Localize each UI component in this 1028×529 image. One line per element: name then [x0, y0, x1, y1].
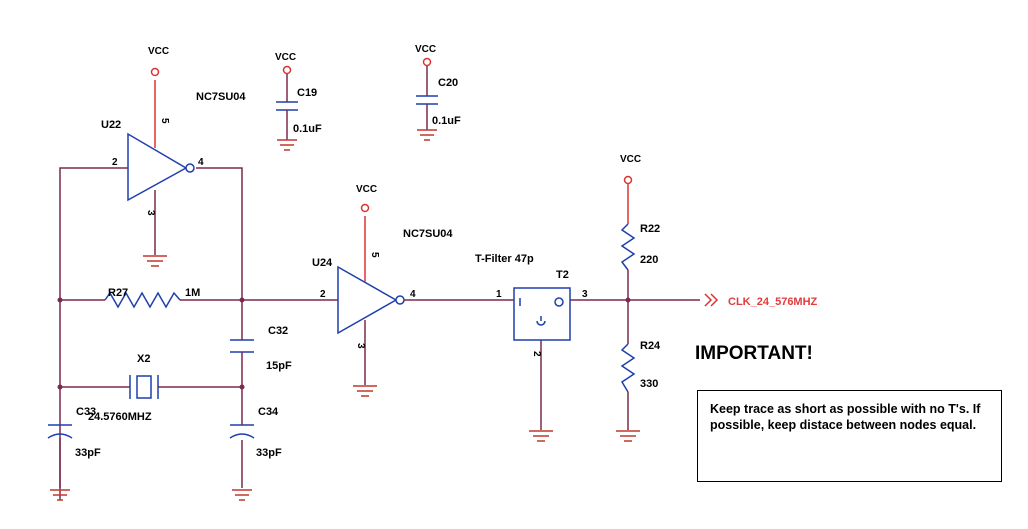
c32-capacitor	[230, 339, 254, 362]
t2-description: T-Filter 47p	[475, 253, 534, 265]
c20-value: 0.1uF	[432, 115, 461, 127]
t2-t-filter	[513, 287, 571, 442]
c33-ref: C33	[76, 406, 96, 418]
u24-part: NC7SU04	[403, 228, 453, 240]
u24-ref: U24	[312, 257, 333, 269]
c19-value: 0.1uF	[293, 123, 322, 135]
r24-value: 330	[640, 378, 658, 390]
note-box: Keep trace as short as possible with no …	[697, 390, 1002, 482]
c33-capacitor	[47, 424, 73, 501]
u24-pin-gnd: 3	[355, 343, 366, 349]
net-label-clk: CLK_24_576MHZ	[728, 296, 818, 308]
net-arrow-icon	[704, 293, 719, 307]
c34-ref: C34	[258, 406, 279, 418]
u22-ref: U22	[101, 119, 121, 131]
c19-vcc-label: VCC	[275, 52, 296, 63]
important-heading: IMPORTANT!	[695, 343, 813, 364]
u24-inverter	[337, 203, 408, 385]
c20-ref: C20	[438, 77, 458, 89]
c20-vcc-label: VCC	[415, 44, 436, 55]
r27-ref: R27	[108, 287, 128, 299]
note-text: Keep trace as short as possible with no …	[710, 402, 981, 432]
r24-resistor	[616, 340, 640, 442]
r27-resistor	[104, 291, 181, 309]
c19-capacitor	[276, 65, 298, 151]
c19-ref: C19	[297, 87, 317, 99]
c34-value: 33pF	[256, 447, 282, 459]
c20-capacitor	[416, 57, 438, 141]
ground-icon	[353, 385, 377, 397]
x2-crystal	[128, 375, 162, 399]
r22-value: 220	[640, 254, 658, 266]
u24-pin-in: 2	[320, 289, 326, 300]
x2-value: 24.5760MHZ	[88, 411, 152, 423]
u22-pin-in: 2	[112, 157, 118, 168]
ground-icon	[143, 255, 167, 267]
r22-ref: R22	[640, 223, 660, 235]
c33-value: 33pF	[75, 447, 101, 459]
c32-value: 15pF	[266, 360, 292, 372]
u24-pin-out: 4	[410, 289, 416, 300]
u22-inverter	[124, 67, 195, 255]
t2-pin-1: 1	[496, 289, 502, 300]
r22-resistor	[620, 175, 636, 271]
u22-part: NC7SU04	[196, 91, 246, 103]
r27-value: 1M	[185, 287, 200, 299]
wires	[57, 167, 700, 500]
u22-pin-gnd: 3	[145, 210, 156, 216]
t2-ref: T2	[556, 269, 569, 281]
t2-pin-2: 2	[531, 351, 542, 357]
c32-ref: C32	[268, 325, 288, 337]
x2-ref: X2	[137, 353, 150, 365]
t2-pin-3: 3	[582, 289, 588, 300]
r22-vcc-label: VCC	[620, 154, 641, 165]
u22-pin-vcc: 5	[159, 118, 170, 124]
u24-pin-vcc: 5	[369, 252, 380, 258]
r24-ref: R24	[640, 340, 661, 352]
c34-capacitor	[229, 420, 255, 501]
u22-pin-out: 4	[198, 157, 204, 168]
u24-vcc-label: VCC	[356, 184, 377, 195]
u22-vcc-label: VCC	[148, 46, 169, 57]
